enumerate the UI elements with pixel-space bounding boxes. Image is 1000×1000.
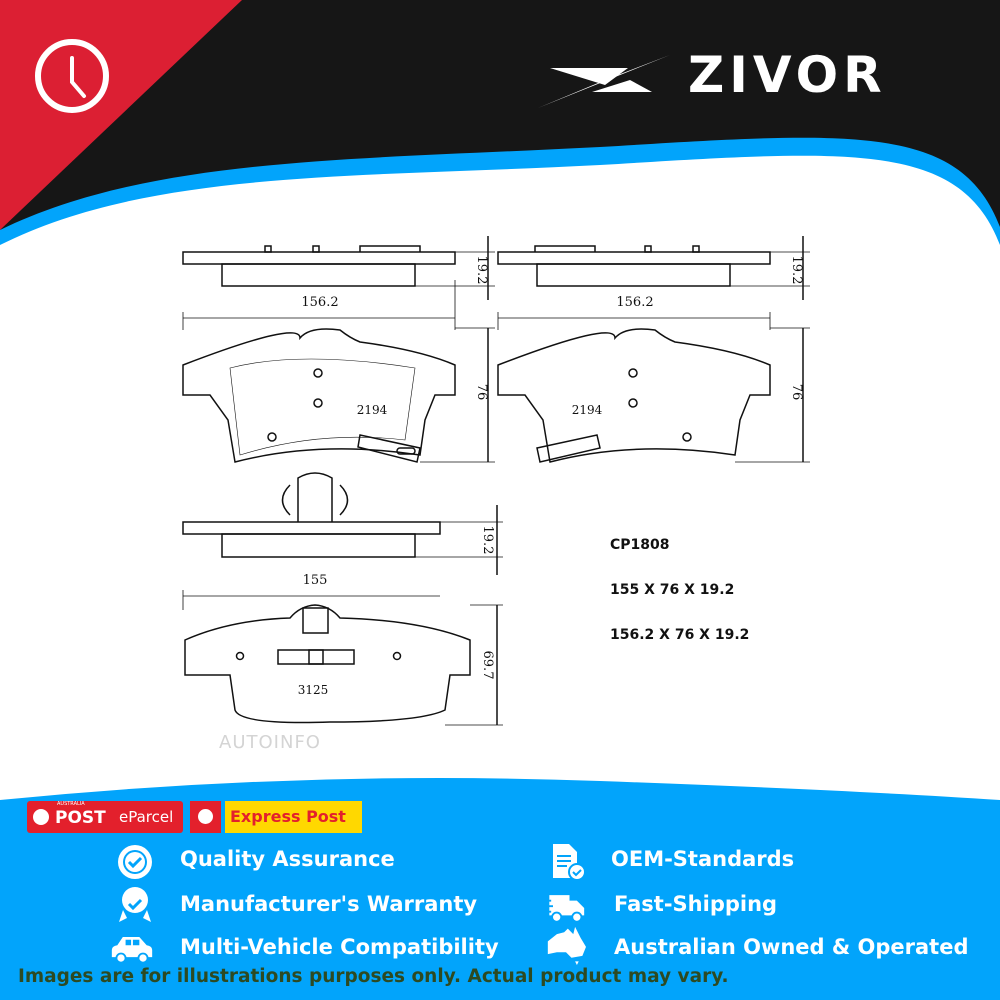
feature-multi-vehicle: Multi-Vehicle Compatibility — [180, 935, 499, 959]
feature-fast-shipping: Fast-Shipping — [614, 892, 778, 916]
truck-icon — [542, 895, 585, 923]
auspost-eparcel-badge: AUSTRALIA POST eParcel — [27, 801, 183, 833]
pad3-width: 155 — [303, 573, 328, 588]
pad1-width: 156.2 — [301, 295, 338, 310]
svg-text:ZIVOR: ZIVOR — [688, 46, 887, 104]
feature-australian-owned: Australian Owned & Operated — [614, 935, 969, 959]
feature-manufacturers-warranty: Manufacturer's Warranty — [180, 892, 478, 916]
australia-map-icon — [547, 926, 586, 965]
pad1-front-view — [182, 327, 495, 463]
award-ribbon-icon — [119, 887, 151, 922]
pad3-views — [182, 472, 503, 726]
pad2-code: 2194 — [572, 403, 603, 417]
document-check-icon — [553, 844, 586, 881]
feature-quality-assurance: Quality Assurance — [180, 847, 395, 871]
size-spec-1: 155 X 76 X 19.2 — [610, 582, 735, 598]
pad2-views — [497, 236, 810, 463]
auspost-logo-icon — [33, 809, 49, 825]
pad3-code: 3125 — [298, 683, 329, 697]
pad2-thickness: 19.2 — [789, 256, 804, 285]
eparcel-text: eParcel — [119, 808, 174, 826]
badge-check-icon — [118, 845, 152, 879]
clock-icon — [35, 39, 109, 113]
watermark: AUTOINFO — [219, 732, 321, 753]
pad1-thickness: 19.2 — [474, 256, 489, 285]
express-post-badge: Express Post — [225, 801, 362, 833]
pad1-height: 76 — [474, 384, 489, 401]
feature-oem-standards: OEM-Standards — [611, 847, 795, 871]
car-icon — [111, 937, 153, 964]
header-banner: ZIVOR — [0, 0, 1000, 245]
red-corner — [0, 0, 242, 230]
pad2-width: 156.2 — [616, 295, 653, 310]
brake-pad-drawing: 19.2 156.2 76 2194 19.2 156.2 76 2194 — [182, 236, 810, 753]
pad1-side-view — [182, 236, 495, 330]
express-post-text: Express Post — [230, 807, 346, 826]
size-spec-2: 156.2 X 76 X 19.2 — [610, 627, 750, 643]
pad2-height: 76 — [789, 384, 804, 401]
part-number: CP1808 — [610, 537, 670, 553]
pad3-height: 69.7 — [480, 651, 495, 680]
disclaimer: Images are for illustrations purposes on… — [18, 966, 729, 987]
zivor-logo: ZIVOR — [538, 46, 887, 108]
auspost-small-text: AUSTRALIA — [57, 801, 85, 807]
express-post-logo-icon — [190, 801, 221, 833]
auspost-text: POST — [55, 808, 106, 828]
pad1-code: 2194 — [357, 403, 388, 417]
pad3-thickness: 19.2 — [480, 526, 495, 555]
